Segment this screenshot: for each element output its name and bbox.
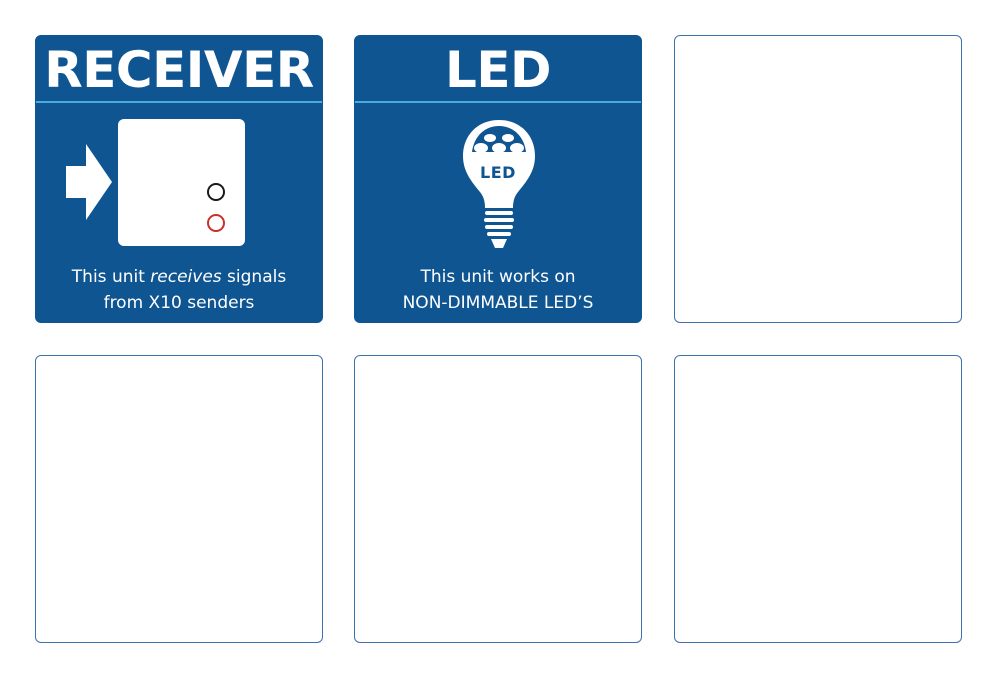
blank-tile [354, 355, 642, 643]
receiver-tile: RECEIVER This unit receives signals from… [35, 35, 323, 323]
indicator-red-icon [207, 214, 225, 232]
tile-caption: This unit receives signals from X10 send… [71, 267, 287, 313]
bulb-label: LED [480, 163, 516, 182]
tile-divider [36, 101, 322, 103]
tile-caption: This unit works on NON-DIMMABLE LED’S [402, 267, 594, 313]
led-bulb-icon [463, 120, 535, 248]
tile-title: RECEIVER [44, 41, 314, 99]
led-tile: LED LED This unit works on NON-DIMMABLE … [354, 35, 642, 323]
blank-tile [35, 355, 323, 643]
tile-title: LED [444, 41, 552, 99]
blank-tile [674, 35, 962, 323]
blank-tile [674, 355, 962, 643]
receiver-device-icon [118, 119, 245, 246]
tile-divider [355, 101, 641, 103]
arrow-right-icon [66, 144, 112, 220]
indicator-black-icon [207, 183, 225, 201]
